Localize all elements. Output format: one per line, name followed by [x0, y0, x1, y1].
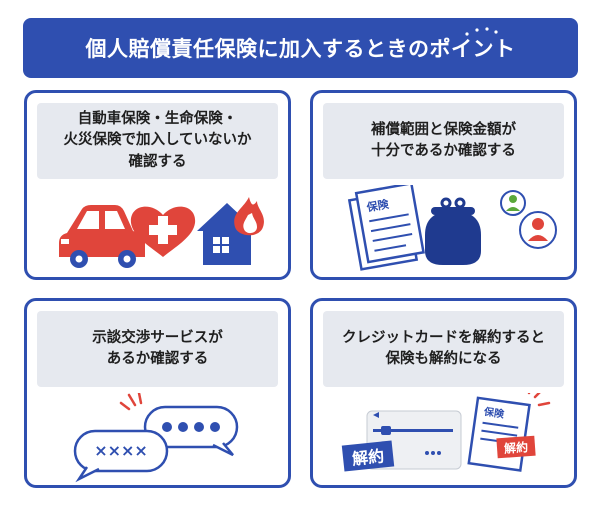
page-title-banner: 個人賠償責任保険に加入するときのポイント	[23, 18, 578, 78]
wallet-icon	[425, 197, 481, 265]
point-card-insurance-check: 自動車保険・生命保険・ 火災保険で加入していないか 確認する	[24, 90, 291, 280]
person-bubbles-icon	[500, 190, 557, 249]
house-fire-icon	[197, 197, 264, 265]
document-label: 保険	[365, 197, 391, 215]
point-illustration: 保険	[347, 185, 557, 271]
sparkle-icon	[465, 27, 498, 36]
point-text: 補償範囲と保険金額が 十分であるか確認する	[323, 103, 564, 179]
emphasis-lines-icon	[119, 393, 143, 411]
speech-bubble-x-icon: ××××	[73, 429, 169, 483]
document-label: 保険	[482, 405, 506, 421]
point-card-coverage: 補償範囲と保険金額が 十分であるか確認する 保険	[310, 90, 577, 280]
stamp-doc-text: 解約	[504, 439, 529, 456]
point-illustration	[59, 197, 264, 268]
cancel-stamp-document: 解約	[496, 435, 536, 459]
point-card-credit-card: クレジットカードを解約すると 保険も解約になる 解約 保険 解約	[310, 298, 577, 488]
speech-bubble-dots-icon	[143, 405, 239, 457]
bubble-x-text: ××××	[94, 441, 148, 460]
point-illustration: 解約 保険 解約	[341, 393, 551, 472]
heart-plus-icon	[130, 206, 196, 257]
stamp-card-text: 解約	[351, 446, 385, 468]
point-illustration: ××××	[73, 393, 239, 483]
cancel-stamp-card: 解約	[341, 440, 395, 472]
page-title: 個人賠償責任保険に加入するときのポイント	[85, 37, 516, 61]
document-icon: 保険	[467, 396, 531, 472]
point-text: 自動車保険・生命保険・ 火災保険で加入していないか 確認する	[37, 103, 278, 179]
point-text: 示談交渉サービスが あるか確認する	[37, 311, 278, 387]
document-icon: 保険	[347, 185, 425, 271]
car-icon	[59, 205, 145, 268]
point-card-negotiation: 示談交渉サービスが あるか確認する ××××	[24, 298, 291, 488]
point-text: クレジットカードを解約すると 保険も解約になる	[323, 311, 564, 387]
emphasis-lines-icon	[527, 393, 551, 407]
